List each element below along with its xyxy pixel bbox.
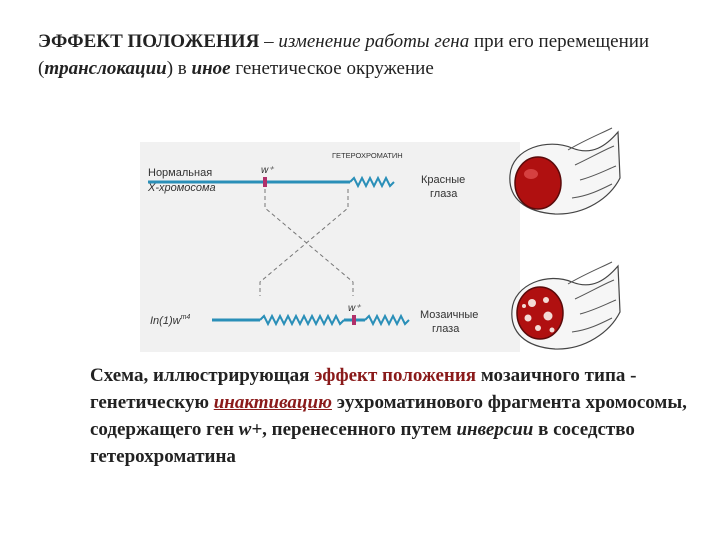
mutant-label-superscript: m4 xyxy=(181,314,191,321)
definition-text-3: генетическое окружение xyxy=(230,58,434,79)
slide-title: ЭФФЕКТ ПОЛОЖЕНИЯ – изменение работы гена… xyxy=(38,28,678,82)
caption-text-2: мозаичного типа - генетическую xyxy=(90,365,637,413)
figure-panel xyxy=(140,142,520,352)
mosaic-eyes-label-line1: Мозаичные xyxy=(420,309,478,321)
heterochromatin-zigzag-top xyxy=(349,175,395,189)
caption-text-5: в соседство гетерохроматина xyxy=(90,419,635,467)
mutant-label: In(1)wm4 xyxy=(150,314,190,327)
w-gene-mark-bottom xyxy=(352,315,356,325)
caption-text-4: , перенесенного путем xyxy=(262,419,457,440)
definition-text-1: при его перемещении ( xyxy=(38,31,650,79)
definition-italic: изменение работы гена xyxy=(278,31,470,52)
caption-inactivation: инактивацию xyxy=(213,392,332,413)
figure-caption: Схема, иллюстрирующая эффект положения м… xyxy=(90,362,690,470)
w-gene-mark-top xyxy=(263,177,267,187)
inversion-lines xyxy=(259,189,354,296)
red-eye xyxy=(514,156,562,210)
title-dash: – xyxy=(259,31,279,52)
heterochromatin-zigzag-bottom xyxy=(259,313,345,327)
fly-head-mosaic-eye-illustration xyxy=(511,261,621,350)
caption-text-3: эухроматинового фрагмента хромосомы, сод… xyxy=(90,392,687,440)
definition-translocation: транслокации xyxy=(44,58,167,79)
heterochromatin-zigzag-bottom-right xyxy=(364,313,410,327)
normal-x-label-line2: Х-хромосома xyxy=(147,182,216,194)
heterochromatin-label: ГЕТЕРОХРОМАТИН xyxy=(332,151,403,160)
caption-gene-w: w+ xyxy=(238,419,263,440)
definition-text-2: ) в xyxy=(166,58,192,79)
caption-position-effect: эффект положения xyxy=(314,365,477,386)
caption-text-1: Схема, иллюстрирующая xyxy=(90,365,315,386)
fly-head-red-eye-illustration xyxy=(509,127,621,215)
mutant-label-main: In(1)w xyxy=(150,315,182,327)
red-eyes-label-line1: Красные xyxy=(421,174,465,186)
definition-other: иное xyxy=(191,58,231,79)
gene-label-top: w⁺ xyxy=(261,165,274,176)
normal-x-label-line1: Нормальная xyxy=(148,167,212,179)
term-heading: ЭФФЕКТ ПОЛОЖЕНИЯ xyxy=(38,31,260,52)
caption-inversion: инверсии xyxy=(456,419,534,440)
mosaic-eye xyxy=(516,286,564,340)
mosaic-eyes-label-line2: глаза xyxy=(432,323,460,335)
red-eyes-label-line2: глаза xyxy=(430,188,458,200)
gene-label-bottom: w⁺ xyxy=(348,303,361,314)
